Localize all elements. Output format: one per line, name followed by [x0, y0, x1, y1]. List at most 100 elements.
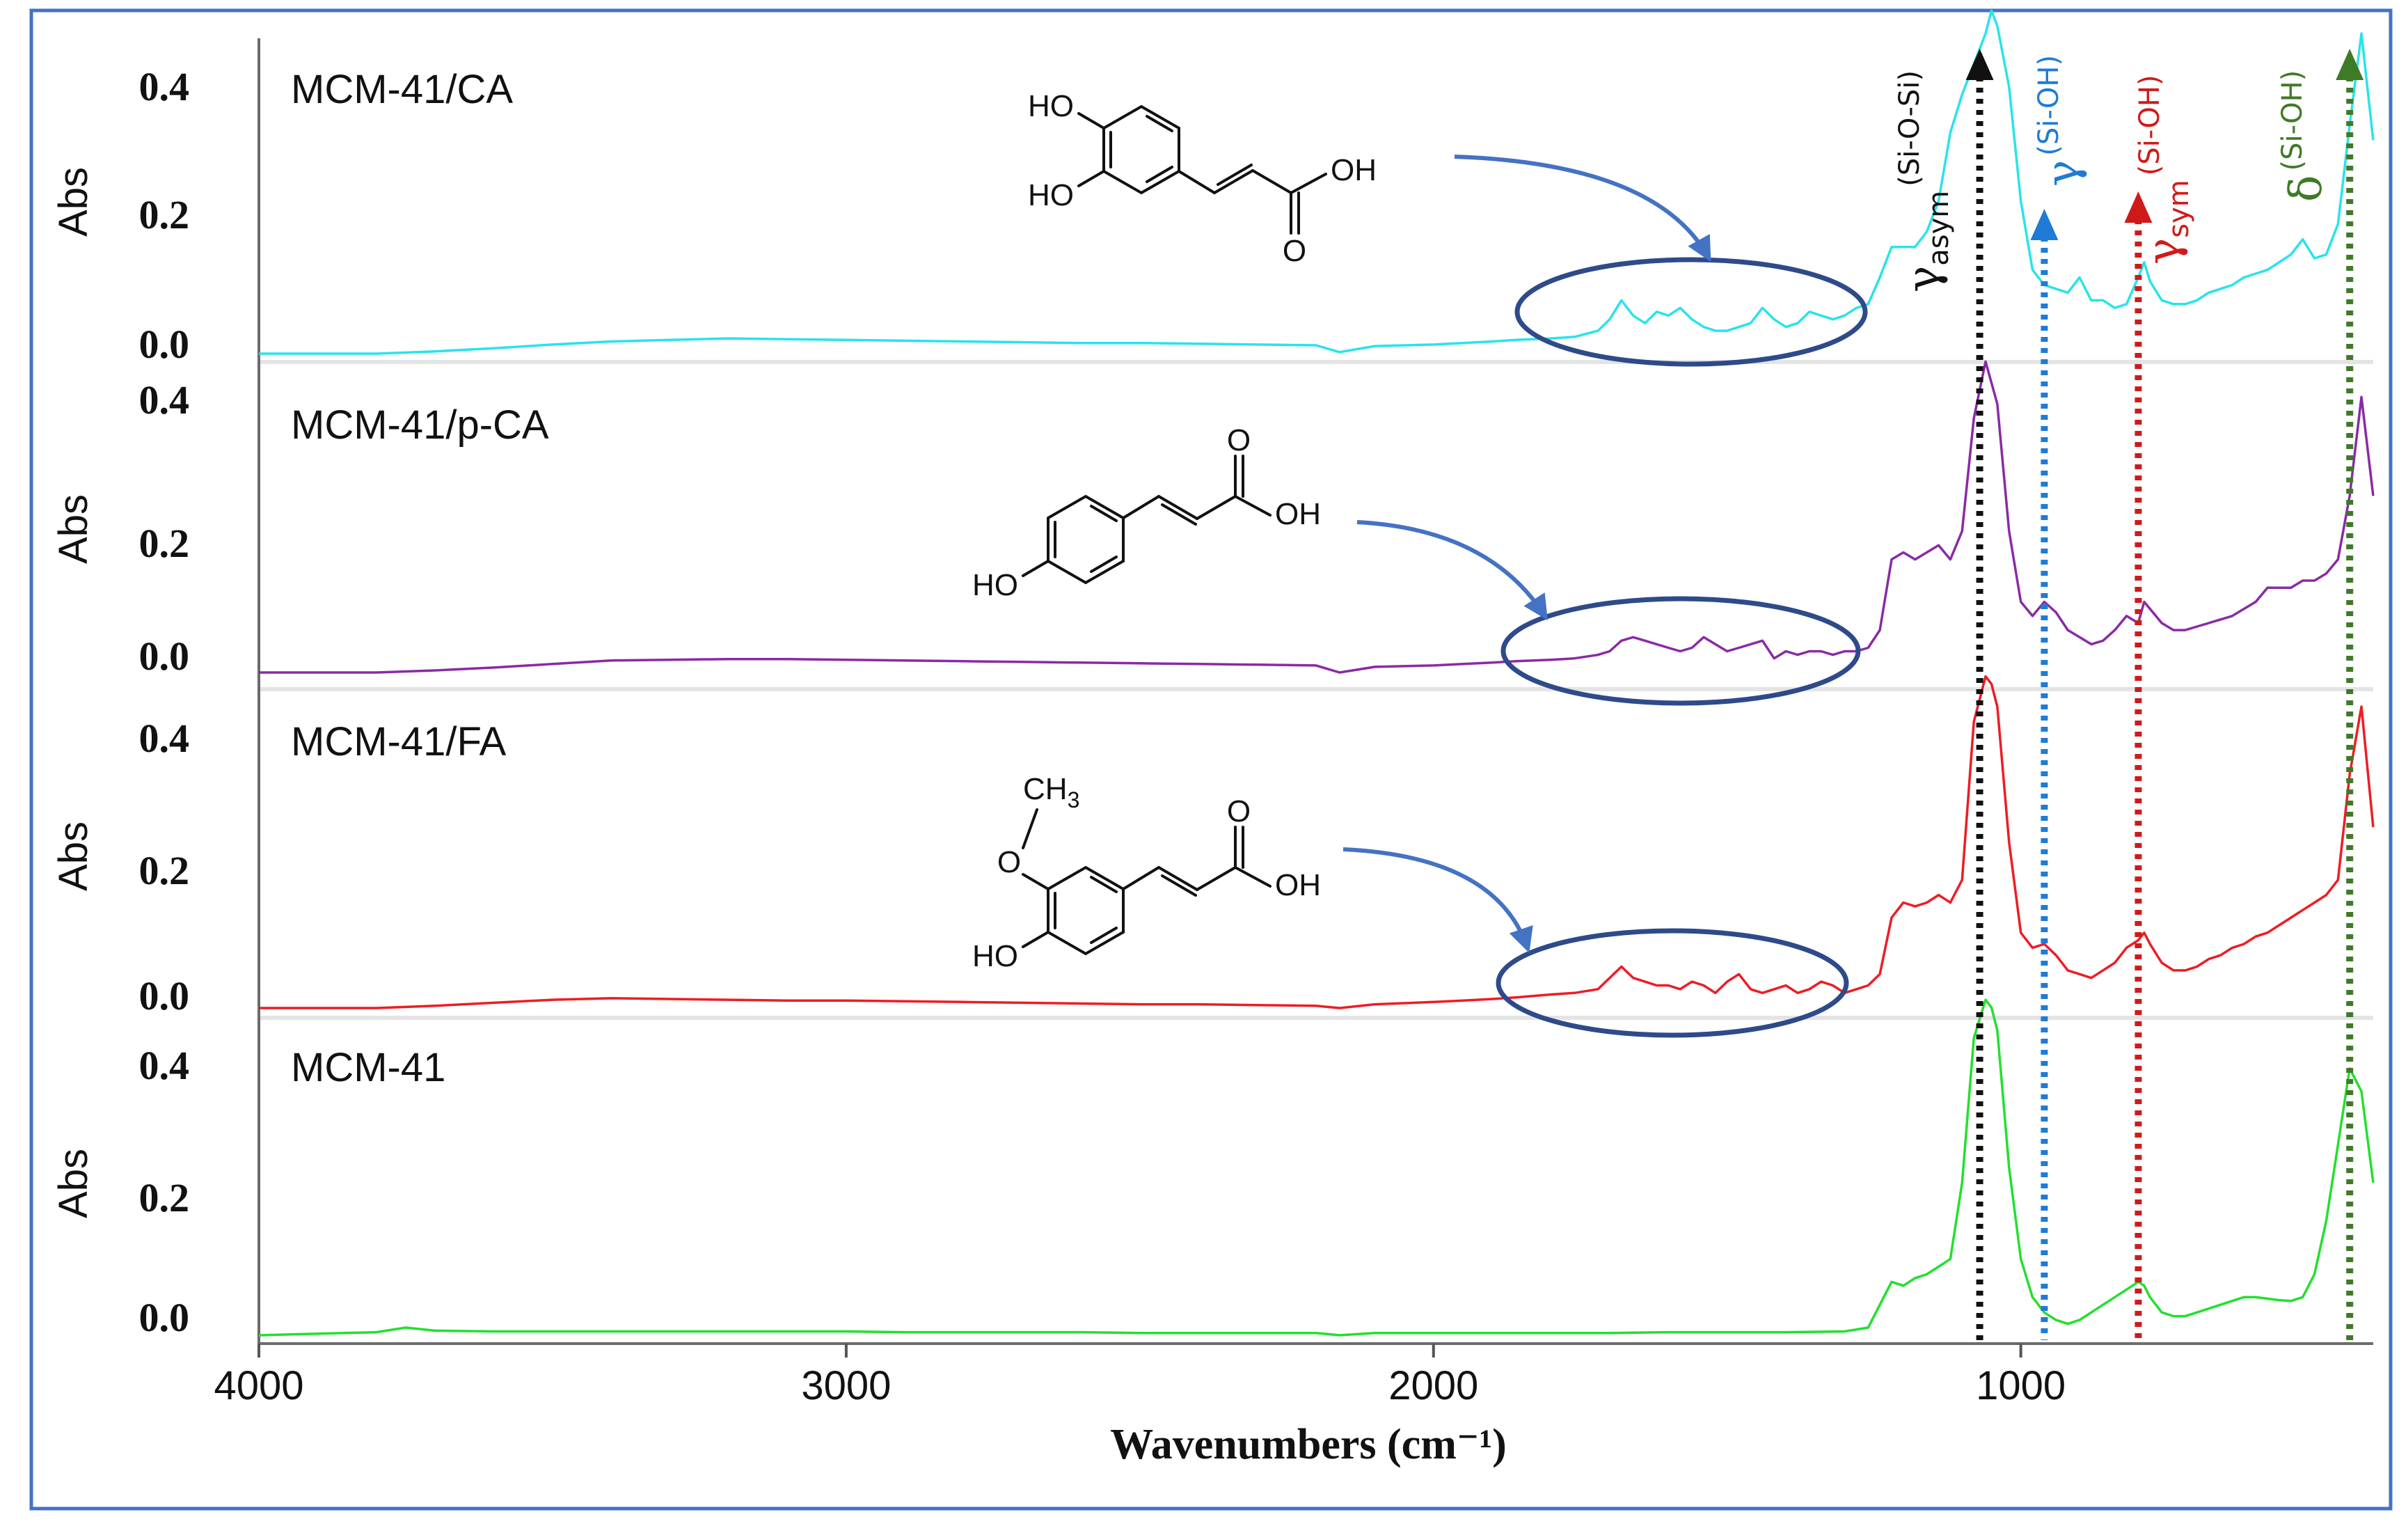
- double-bond: [1213, 169, 1254, 194]
- atom-label: O: [1227, 794, 1251, 828]
- band-symbol: γ: [2037, 160, 2089, 187]
- single-bond: [1022, 560, 1049, 577]
- atom-label: O: [1283, 234, 1306, 268]
- x-tick-label: 4000: [214, 1363, 303, 1408]
- y-tick-label: 0.0: [139, 1295, 190, 1340]
- y-tick-label: 0.2: [139, 521, 190, 566]
- band-label-sioh-sym: γsym (Si-OH): [2134, 74, 2195, 265]
- band-marker-lines: [1965, 49, 2364, 1340]
- trace-mcm41-fa: [259, 675, 2375, 1009]
- series-name-mcm41: MCM-41: [291, 1045, 445, 1090]
- series-name-fa: MCM-41/FA: [291, 719, 507, 764]
- band-superscript: (Si-O-Si): [1894, 70, 1926, 187]
- panel-y-labels-ca: 0.4 0.2 0.0 Abs: [51, 64, 189, 367]
- y-tick-label: 0.0: [139, 322, 190, 367]
- band-label-sioSi: γasym (Si-O-Si): [1894, 70, 1955, 292]
- atom-label: HO: [972, 939, 1018, 973]
- benzene-ring: [1047, 865, 1125, 956]
- single-bond: [1077, 112, 1105, 129]
- single-bond: [1196, 495, 1237, 520]
- band-superscript: (Si-OH): [2033, 55, 2065, 156]
- band-symbol: γ: [1898, 266, 1949, 292]
- atom-label-main: CH: [1023, 772, 1068, 806]
- atom-label: OH: [1331, 153, 1377, 187]
- y-tick-label: 0.0: [139, 973, 190, 1018]
- x-tick-label: 1000: [1976, 1363, 2066, 1408]
- single-bond: [1122, 866, 1160, 890]
- band-line-arrowhead: [1965, 49, 1994, 80]
- y-tick-label: 0.2: [139, 1175, 190, 1220]
- y-tick-label: 0.4: [139, 64, 190, 109]
- panel-y-labels-pca: 0.4 0.2 0.0 Abs: [51, 377, 189, 679]
- atom-label: OH: [1275, 497, 1321, 531]
- pointer-arrow-ca: [1454, 155, 1711, 262]
- double-bond: [1090, 505, 1118, 522]
- single-bond: [1122, 495, 1160, 519]
- band-label-delta-sioh: δ (Si-OH): [2276, 70, 2332, 202]
- double-bond: [1090, 876, 1118, 893]
- y-axis-label: Abs: [51, 821, 96, 891]
- y-tick-label: 0.2: [139, 848, 190, 893]
- atom-label-subscript: 3: [1068, 787, 1080, 812]
- y-axis-label: Abs: [51, 167, 96, 237]
- band-superscript: (Si-OH): [2276, 70, 2308, 171]
- molecule-ferulic-acid: O CH3 HO OH O: [972, 772, 1321, 973]
- single-bond: [1234, 866, 1272, 888]
- single-bond: [1234, 495, 1272, 517]
- band-line-arrowhead: [2030, 209, 2059, 240]
- band-symbol: δ: [2281, 175, 2332, 202]
- atom-label: HO: [1028, 89, 1074, 123]
- y-tick-label: 0.2: [139, 192, 190, 237]
- band-symbol: γ: [2138, 238, 2189, 265]
- double-bond: [1146, 166, 1173, 183]
- double-bond: [1090, 927, 1118, 944]
- atom-label: O: [997, 845, 1021, 879]
- y-axis-label: Abs: [51, 494, 96, 564]
- highlight-ellipse-fa: [1496, 928, 1849, 1038]
- double-bond: [1217, 164, 1253, 186]
- spectra-traces: [258, 9, 2375, 1337]
- single-bond: [1251, 169, 1292, 194]
- double-bond: [1157, 495, 1198, 520]
- double-bond: [1157, 866, 1198, 891]
- svg-text:δ(Si-OH): δ (Si-OH): [2276, 70, 2332, 202]
- benzene-ring: [1047, 494, 1125, 585]
- band-subscript: sym: [2163, 180, 2195, 237]
- y-tick-label: 0.4: [139, 1043, 190, 1088]
- pointer-arrow-fa: [1342, 847, 1533, 953]
- single-bond: [1022, 873, 1049, 890]
- panel-y-labels-fa: 0.4 0.2 0.0 Abs: [51, 716, 189, 1018]
- y-tick-label: 0.4: [139, 377, 190, 423]
- band-line-arrowhead: [2124, 191, 2153, 223]
- atom-label: O: [1227, 423, 1251, 457]
- band-superscript: (Si-OH): [2134, 74, 2166, 175]
- atom-label: OH: [1275, 868, 1321, 902]
- svg-text:γsym(Si-OH): γsym (Si-OH): [2134, 74, 2195, 265]
- single-bond: [1178, 170, 1216, 194]
- double-bond: [1161, 874, 1197, 897]
- trace-mcm41: [258, 998, 2375, 1337]
- double-bond: [1161, 503, 1197, 526]
- benzene-ring: [1102, 104, 1180, 195]
- y-tick-label: 0.4: [139, 716, 190, 761]
- double-bond: [1090, 556, 1118, 573]
- band-subscript: asym: [1923, 191, 1955, 266]
- single-bond: [1022, 931, 1049, 948]
- x-tick-label: 2000: [1388, 1363, 1478, 1408]
- x-tick-label: 3000: [801, 1363, 891, 1408]
- series-name-pca: MCM-41/p-CA: [291, 402, 549, 448]
- highlight-ellipse-pca: [1500, 596, 1861, 706]
- single-bond: [1196, 866, 1237, 891]
- atom-label: HO: [972, 568, 1018, 602]
- band-line-arrowhead: [2336, 49, 2364, 80]
- atom-label: HO: [1028, 178, 1074, 212]
- single-bond: [1022, 808, 1038, 849]
- figure-frame: [29, 8, 2393, 1511]
- trace-mcm41-pca: [259, 360, 2375, 674]
- x-axis-label: Wavenumbers (cm⁻¹): [1110, 1421, 1507, 1468]
- series-name-ca: MCM-41/CA: [291, 67, 513, 112]
- double-bond: [1146, 115, 1173, 132]
- y-axis-label: Abs: [51, 1149, 96, 1218]
- band-label-sioh: γ (Si-OH): [2033, 55, 2089, 187]
